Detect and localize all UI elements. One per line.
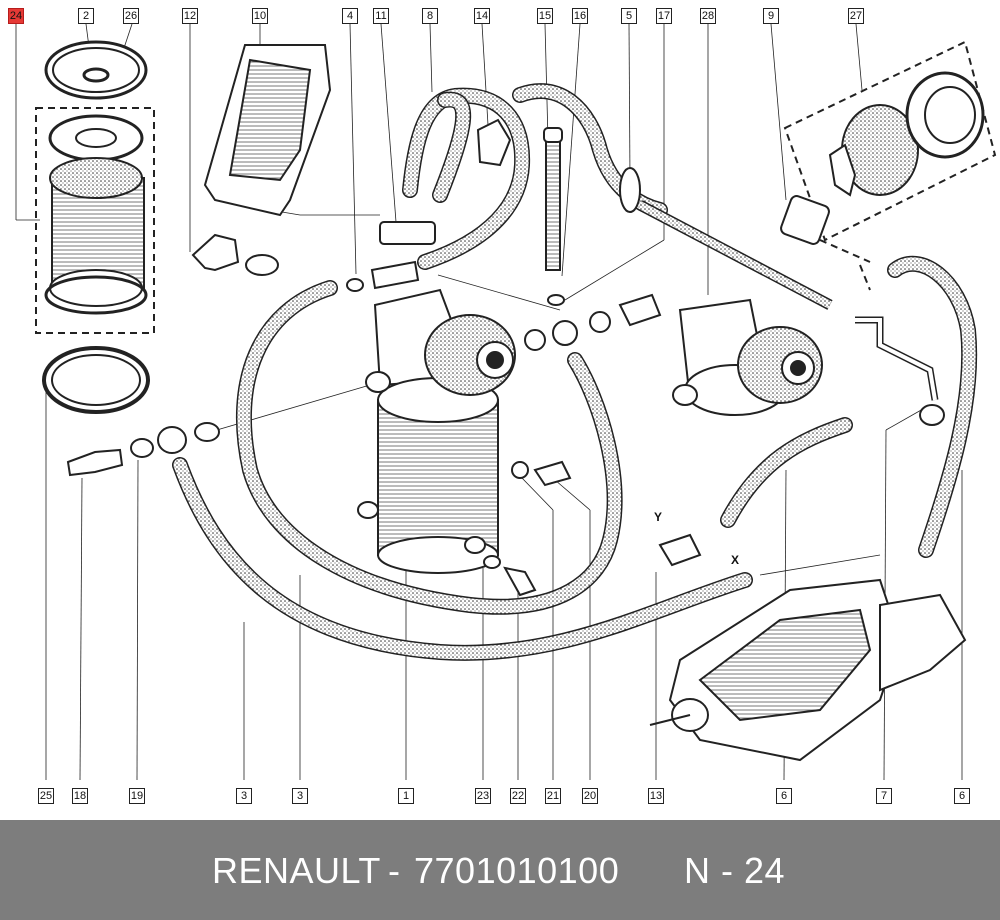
axis-label-x: X — [731, 553, 740, 567]
callout-3b: 3 — [292, 788, 308, 804]
callout-10: 10 — [252, 8, 268, 24]
hoses — [172, 83, 978, 661]
callout-21: 21 — [545, 788, 561, 804]
parts-diagram: 24 2 26 12 10 4 11 8 14 15 16 5 17 28 9 … — [8, 8, 997, 804]
callout-6a: 6 — [776, 788, 792, 804]
callout-8: 8 — [422, 8, 438, 24]
callout-9: 9 — [763, 8, 779, 24]
callout-6b: 6 — [954, 788, 970, 804]
callout-11: 11 — [373, 8, 389, 24]
injection-pump — [649, 578, 967, 762]
callout-24: 24 — [8, 8, 24, 24]
brand-name: RENAULT — [212, 850, 381, 891]
filter-cartridge — [42, 40, 150, 414]
filter-head-28 — [672, 298, 823, 416]
callout-26: 26 — [123, 8, 139, 24]
callout-27: 27 — [848, 8, 864, 24]
exploded-fuel-system-drawing — [15, 23, 997, 781]
part-number: 7701010100 — [414, 850, 620, 891]
callout-7: 7 — [876, 788, 892, 804]
title-separator: - — [388, 850, 401, 891]
callout-14: 14 — [474, 8, 490, 24]
callout-2: 2 — [78, 8, 94, 24]
callout-12: 12 — [182, 8, 198, 24]
axis-label-y: Y — [654, 510, 663, 524]
callout-20: 20 — [582, 788, 598, 804]
callout-22: 22 — [510, 788, 526, 804]
callout-1: 1 — [398, 788, 414, 804]
callout-13: 13 — [648, 788, 664, 804]
callout-4: 4 — [342, 8, 358, 24]
pipe-9 — [637, 200, 945, 426]
callout-16: 16 — [572, 8, 588, 24]
footer-bar: RENAULT - 7701010100 N - 24 — [0, 820, 1000, 920]
page-reference: N - 24 — [684, 850, 786, 891]
callout-23: 23 — [475, 788, 491, 804]
filter-housing-1 — [357, 288, 516, 574]
callout-25: 25 — [38, 788, 54, 804]
callout-19: 19 — [129, 788, 145, 804]
callout-3a: 3 — [236, 788, 252, 804]
callout-18: 18 — [72, 788, 88, 804]
bracket-10 — [203, 44, 332, 217]
clips — [191, 118, 512, 276]
callout-15: 15 — [537, 8, 553, 24]
cover-27 — [828, 71, 985, 197]
small-parts — [66, 127, 830, 597]
callout-28: 28 — [700, 8, 716, 24]
callout-5: 5 — [621, 8, 637, 24]
callout-17: 17 — [656, 8, 672, 24]
